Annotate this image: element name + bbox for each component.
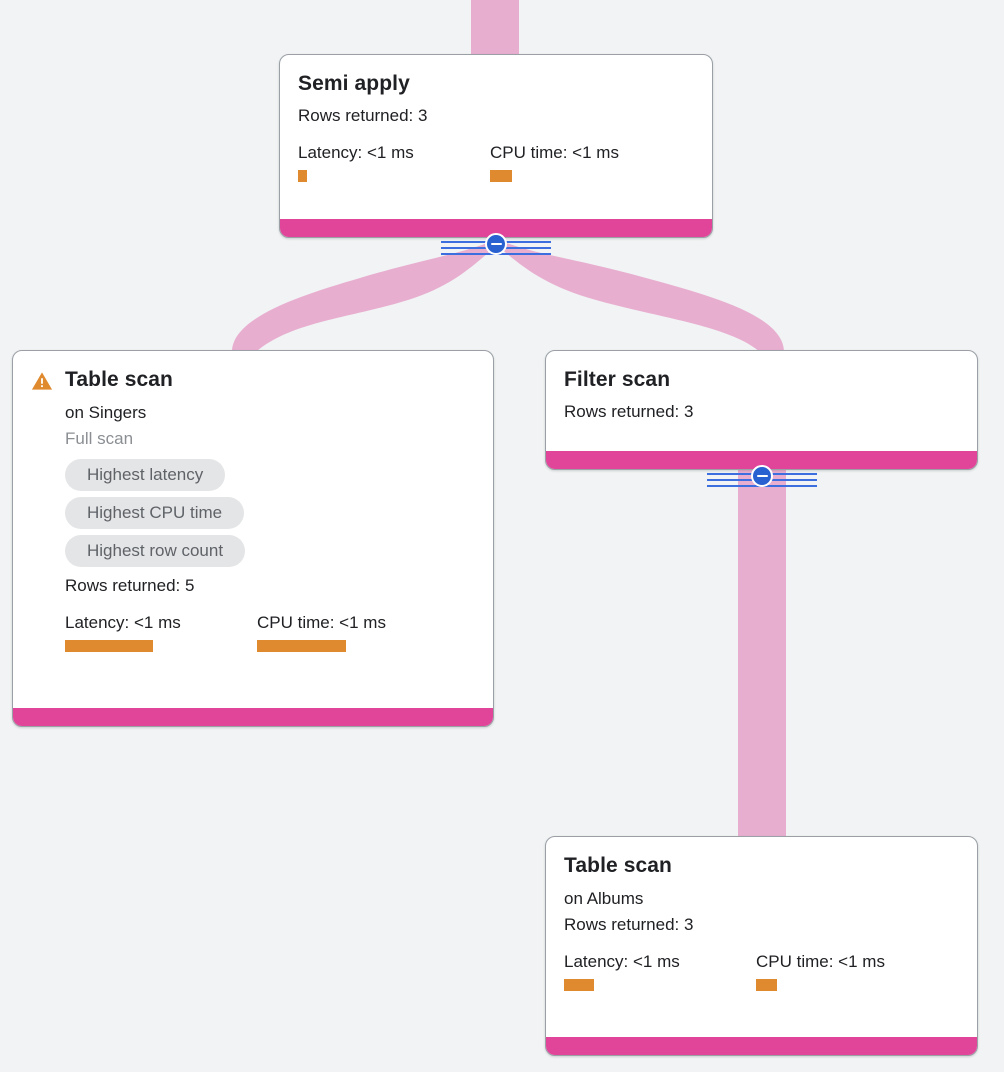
- collapse-minus-icon[interactable]: [485, 233, 507, 255]
- plan-node-table-scan-singers[interactable]: Table scan on Singers Full scan Highest …: [12, 350, 494, 727]
- node-body: Table scan on Singers Full scan Highest …: [13, 351, 493, 708]
- collapse-toggle-filter-scan[interactable]: [707, 463, 817, 489]
- metric-cpu-time-bar: [257, 640, 346, 652]
- node-header: Table scan: [31, 367, 475, 393]
- metric-latency-label: Latency: <1 ms: [564, 952, 680, 971]
- metric-latency-label: Latency: <1 ms: [298, 143, 414, 162]
- rows-returned-label: Rows returned: 3: [298, 106, 428, 125]
- metric-latency-bar: [65, 640, 153, 652]
- warning-triangle-icon: [31, 372, 53, 390]
- node-body: Table scan on Albums Rows returned: 3 La…: [546, 837, 977, 1037]
- metric-cpu-time-bar: [490, 170, 512, 182]
- edge-root-to-semi-apply: [471, 0, 519, 56]
- metric-cpu-time-bar: [756, 979, 777, 991]
- rows-returned-label: Rows returned: 5: [65, 576, 195, 595]
- edge-semi-apply-to-table-scan-singers: [232, 242, 494, 352]
- node-body: Filter scan Rows returned: 3: [546, 351, 977, 451]
- node-header: Filter scan: [564, 367, 959, 393]
- metric-cpu-time: CPU time: <1 ms: [490, 142, 619, 182]
- metric-latency-bar: [564, 979, 594, 991]
- badge-list: Highest latency Highest CPU time Highest…: [65, 459, 475, 567]
- node-title: Filter scan: [564, 368, 671, 391]
- collapse-minus-icon[interactable]: [751, 465, 773, 487]
- edge-filter-scan-to-table-scan-albums: [738, 470, 786, 838]
- node-header: Semi apply: [298, 71, 694, 97]
- node-scan-type: Full scan: [65, 429, 134, 448]
- node-accent-bar: [546, 451, 977, 469]
- node-body: Semi apply Rows returned: 3 Latency: <1 …: [280, 55, 712, 219]
- rows-returned-label: Rows returned: 3: [564, 915, 694, 934]
- node-title: Table scan: [564, 854, 672, 877]
- plan-node-table-scan-albums[interactable]: Table scan on Albums Rows returned: 3 La…: [545, 836, 978, 1056]
- metric-cpu-time: CPU time: <1 ms: [756, 951, 885, 991]
- edge-semi-apply-to-filter-scan: [500, 242, 784, 352]
- metric-cpu-time: CPU time: <1 ms: [257, 612, 386, 652]
- metric-cpu-time-label: CPU time: <1 ms: [756, 952, 885, 971]
- plan-node-semi-apply[interactable]: Semi apply Rows returned: 3 Latency: <1 …: [279, 54, 713, 238]
- node-accent-bar: [546, 1037, 977, 1055]
- node-subtitle: on Albums: [564, 889, 644, 908]
- node-title: Table scan: [65, 368, 173, 391]
- metric-cpu-time-label: CPU time: <1 ms: [490, 143, 619, 162]
- collapse-toggle-semi-apply[interactable]: [441, 231, 551, 257]
- badge-highest-cpu-time: Highest CPU time: [65, 497, 245, 529]
- metric-latency: Latency: <1 ms: [298, 142, 490, 182]
- rows-returned-label: Rows returned: 3: [564, 402, 694, 421]
- metrics-row: Latency: <1 ms CPU time: <1 ms: [65, 612, 475, 652]
- metric-cpu-time-label: CPU time: <1 ms: [257, 613, 386, 632]
- metric-latency: Latency: <1 ms: [65, 612, 257, 652]
- node-header: Table scan: [564, 853, 959, 879]
- metrics-row: Latency: <1 ms CPU time: <1 ms: [564, 951, 959, 991]
- node-title: Semi apply: [298, 72, 410, 95]
- node-accent-bar: [280, 219, 712, 237]
- badge-highest-latency: Highest latency: [65, 459, 226, 491]
- metric-latency-label: Latency: <1 ms: [65, 613, 181, 632]
- metric-latency: Latency: <1 ms: [564, 951, 756, 991]
- plan-node-filter-scan[interactable]: Filter scan Rows returned: 3: [545, 350, 978, 470]
- node-detail-group: on Singers Full scan Highest latency Hig…: [31, 400, 475, 652]
- node-accent-bar: [13, 708, 493, 726]
- node-subtitle: on Singers: [65, 403, 147, 422]
- metric-latency-bar: [298, 170, 307, 182]
- metrics-row: Latency: <1 ms CPU time: <1 ms: [298, 142, 694, 182]
- badge-highest-row-count: Highest row count: [65, 535, 246, 567]
